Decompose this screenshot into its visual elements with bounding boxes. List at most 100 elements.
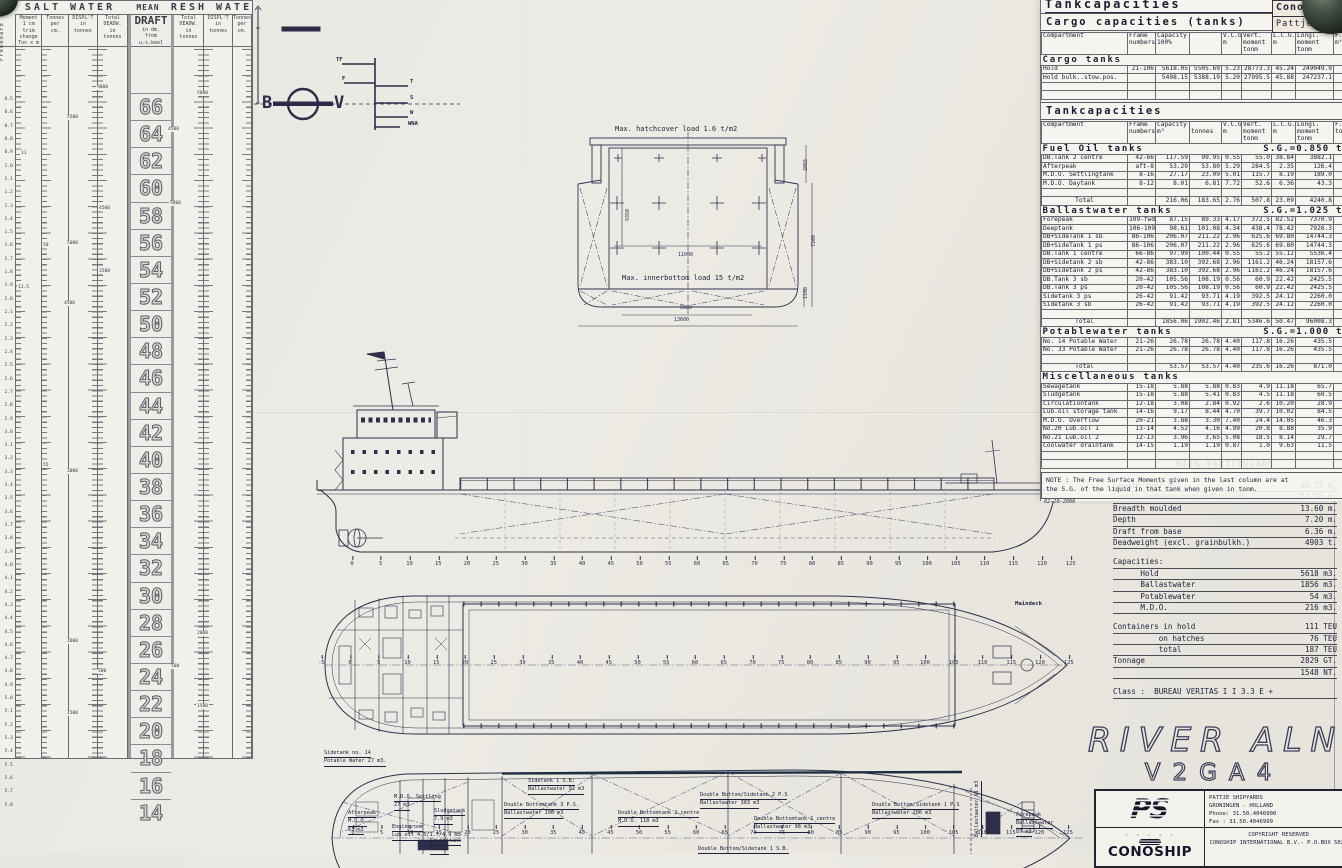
table-cell: 22.42 bbox=[1272, 276, 1296, 285]
loadline-letter-V: V bbox=[334, 93, 344, 113]
frame-number: 15 bbox=[435, 561, 442, 567]
table-cell: 46.3 bbox=[1296, 417, 1334, 426]
table-cell: 96008.3 bbox=[1296, 318, 1334, 327]
frame-number: 90 bbox=[865, 830, 872, 836]
frame-number: 100 bbox=[920, 660, 930, 666]
table-cell bbox=[1128, 310, 1156, 319]
table-cell: 21-26 bbox=[1128, 346, 1156, 355]
scale-value: 9000 bbox=[96, 85, 109, 90]
table-cell: 3.08 bbox=[1156, 400, 1190, 409]
table-cell bbox=[1190, 82, 1222, 91]
frame-number: 90 bbox=[864, 660, 871, 666]
freeboard-column: Freeboard in m. 0.50.60.70.80.91.01.11.2… bbox=[0, 1, 16, 758]
table-cell bbox=[1296, 310, 1334, 319]
table-cell: 189.0 bbox=[1296, 171, 1334, 180]
table-cell bbox=[1242, 91, 1272, 100]
table-cell bbox=[1156, 355, 1190, 364]
table-cell: 358.5 bbox=[1334, 276, 1342, 285]
table-cell: DB.Tank 3 sb bbox=[1042, 276, 1128, 285]
table-cell bbox=[1334, 363, 1342, 372]
frame-number: 70 bbox=[750, 830, 757, 836]
frame-number: 20 bbox=[464, 830, 471, 836]
scale-value: 2000 bbox=[196, 631, 209, 636]
frame-number: 95 bbox=[893, 660, 900, 666]
particular-row: Capacities: bbox=[1113, 557, 1337, 568]
table-cell bbox=[1128, 91, 1156, 100]
table-cell: 4.19 bbox=[1222, 301, 1242, 310]
table-cell bbox=[1242, 355, 1272, 364]
table-cell: 43.3 bbox=[1296, 180, 1334, 189]
table-cell: 93.71 bbox=[1190, 301, 1222, 310]
table-cell bbox=[1222, 355, 1242, 364]
table-cell: 93.71 bbox=[1190, 293, 1222, 302]
table-cell: 39.7 bbox=[1242, 409, 1272, 418]
table-cell bbox=[1272, 355, 1296, 364]
section-title: Fuel Oil tanks bbox=[1042, 143, 1222, 154]
scale-value: 11.5 bbox=[17, 285, 30, 290]
table-cell: 1161.2 bbox=[1242, 259, 1272, 268]
table-cell: 279.9 bbox=[1334, 154, 1342, 163]
column-header: tonnes bbox=[1190, 121, 1222, 143]
table-cell: 183.65 bbox=[1190, 197, 1222, 206]
loadline-label: WNA bbox=[408, 121, 418, 127]
frame-number: 85 bbox=[836, 830, 843, 836]
table-cell bbox=[1242, 460, 1272, 469]
table-cell: 507.8 bbox=[1242, 197, 1272, 206]
table-cell: 2.3 bbox=[1334, 338, 1342, 347]
table-cell: 24.12 bbox=[1272, 301, 1296, 310]
table-cell: 26-42 bbox=[1128, 301, 1156, 310]
table-cell: 871.0 bbox=[1296, 363, 1334, 372]
table-cell bbox=[1042, 82, 1128, 91]
table-cell: 7926.3 bbox=[1296, 225, 1334, 234]
table-cell: 176.3 bbox=[1334, 216, 1342, 225]
draft-word: DRAFT bbox=[131, 15, 170, 27]
table-cell bbox=[1128, 318, 1156, 327]
table-cell: 13-14 bbox=[1128, 426, 1156, 435]
table-cell: 211.22 bbox=[1190, 242, 1222, 251]
table-cell: 438.4 bbox=[1242, 225, 1272, 234]
table-cell: 42-86 bbox=[1128, 259, 1156, 268]
table-cell bbox=[1296, 82, 1334, 91]
draft-number: 26 bbox=[131, 636, 170, 663]
pattje-logo: PS bbox=[1096, 791, 1205, 827]
scale-value: 55 bbox=[42, 463, 50, 468]
table-cell: 2.96 bbox=[1222, 267, 1242, 276]
table-cell: 392.68 bbox=[1190, 267, 1222, 276]
table-cell: 14744.3 bbox=[1296, 233, 1334, 242]
table-cell bbox=[1190, 460, 1222, 469]
fresh-tonnes-per-cm-column: Tonnes per cm. bbox=[233, 1, 252, 758]
frame-number: 120 bbox=[1035, 660, 1045, 666]
frame-number: 125 bbox=[1063, 830, 1073, 836]
table-cell: 2.0 bbox=[1334, 383, 1342, 392]
table-cell bbox=[1042, 310, 1128, 319]
dimension-label: 6080 bbox=[680, 305, 692, 311]
table-cell: 117.8 bbox=[1242, 346, 1272, 355]
table-cell bbox=[1128, 82, 1156, 91]
frame-number: 55 bbox=[663, 660, 670, 666]
draft-number: 46 bbox=[131, 364, 170, 391]
frame-number: 20 bbox=[464, 561, 471, 567]
table-cell: 2.81 bbox=[1222, 318, 1242, 327]
frame-number: 65 bbox=[722, 830, 729, 836]
table-cell: 4.6 bbox=[1334, 409, 1342, 418]
section-title: Cargo tanks bbox=[1042, 54, 1222, 65]
frame-number: 55 bbox=[665, 561, 672, 567]
frame-number: 35 bbox=[550, 561, 557, 567]
loadline-label: TF bbox=[336, 57, 343, 63]
table-cell: 0.2 bbox=[1334, 443, 1342, 452]
table-cell: 16.26 bbox=[1272, 363, 1296, 372]
table-cell bbox=[1296, 188, 1334, 197]
table-cell: 392.5 bbox=[1242, 293, 1272, 302]
frame-number: 95 bbox=[893, 830, 900, 836]
draft-number: 24 bbox=[131, 663, 170, 690]
table-cell: 1.19 bbox=[1156, 443, 1190, 452]
table-cell: 45.88 bbox=[1272, 74, 1296, 83]
table-cell: 4.17 bbox=[1222, 216, 1242, 225]
table-cell: 8.19 bbox=[1272, 171, 1296, 180]
